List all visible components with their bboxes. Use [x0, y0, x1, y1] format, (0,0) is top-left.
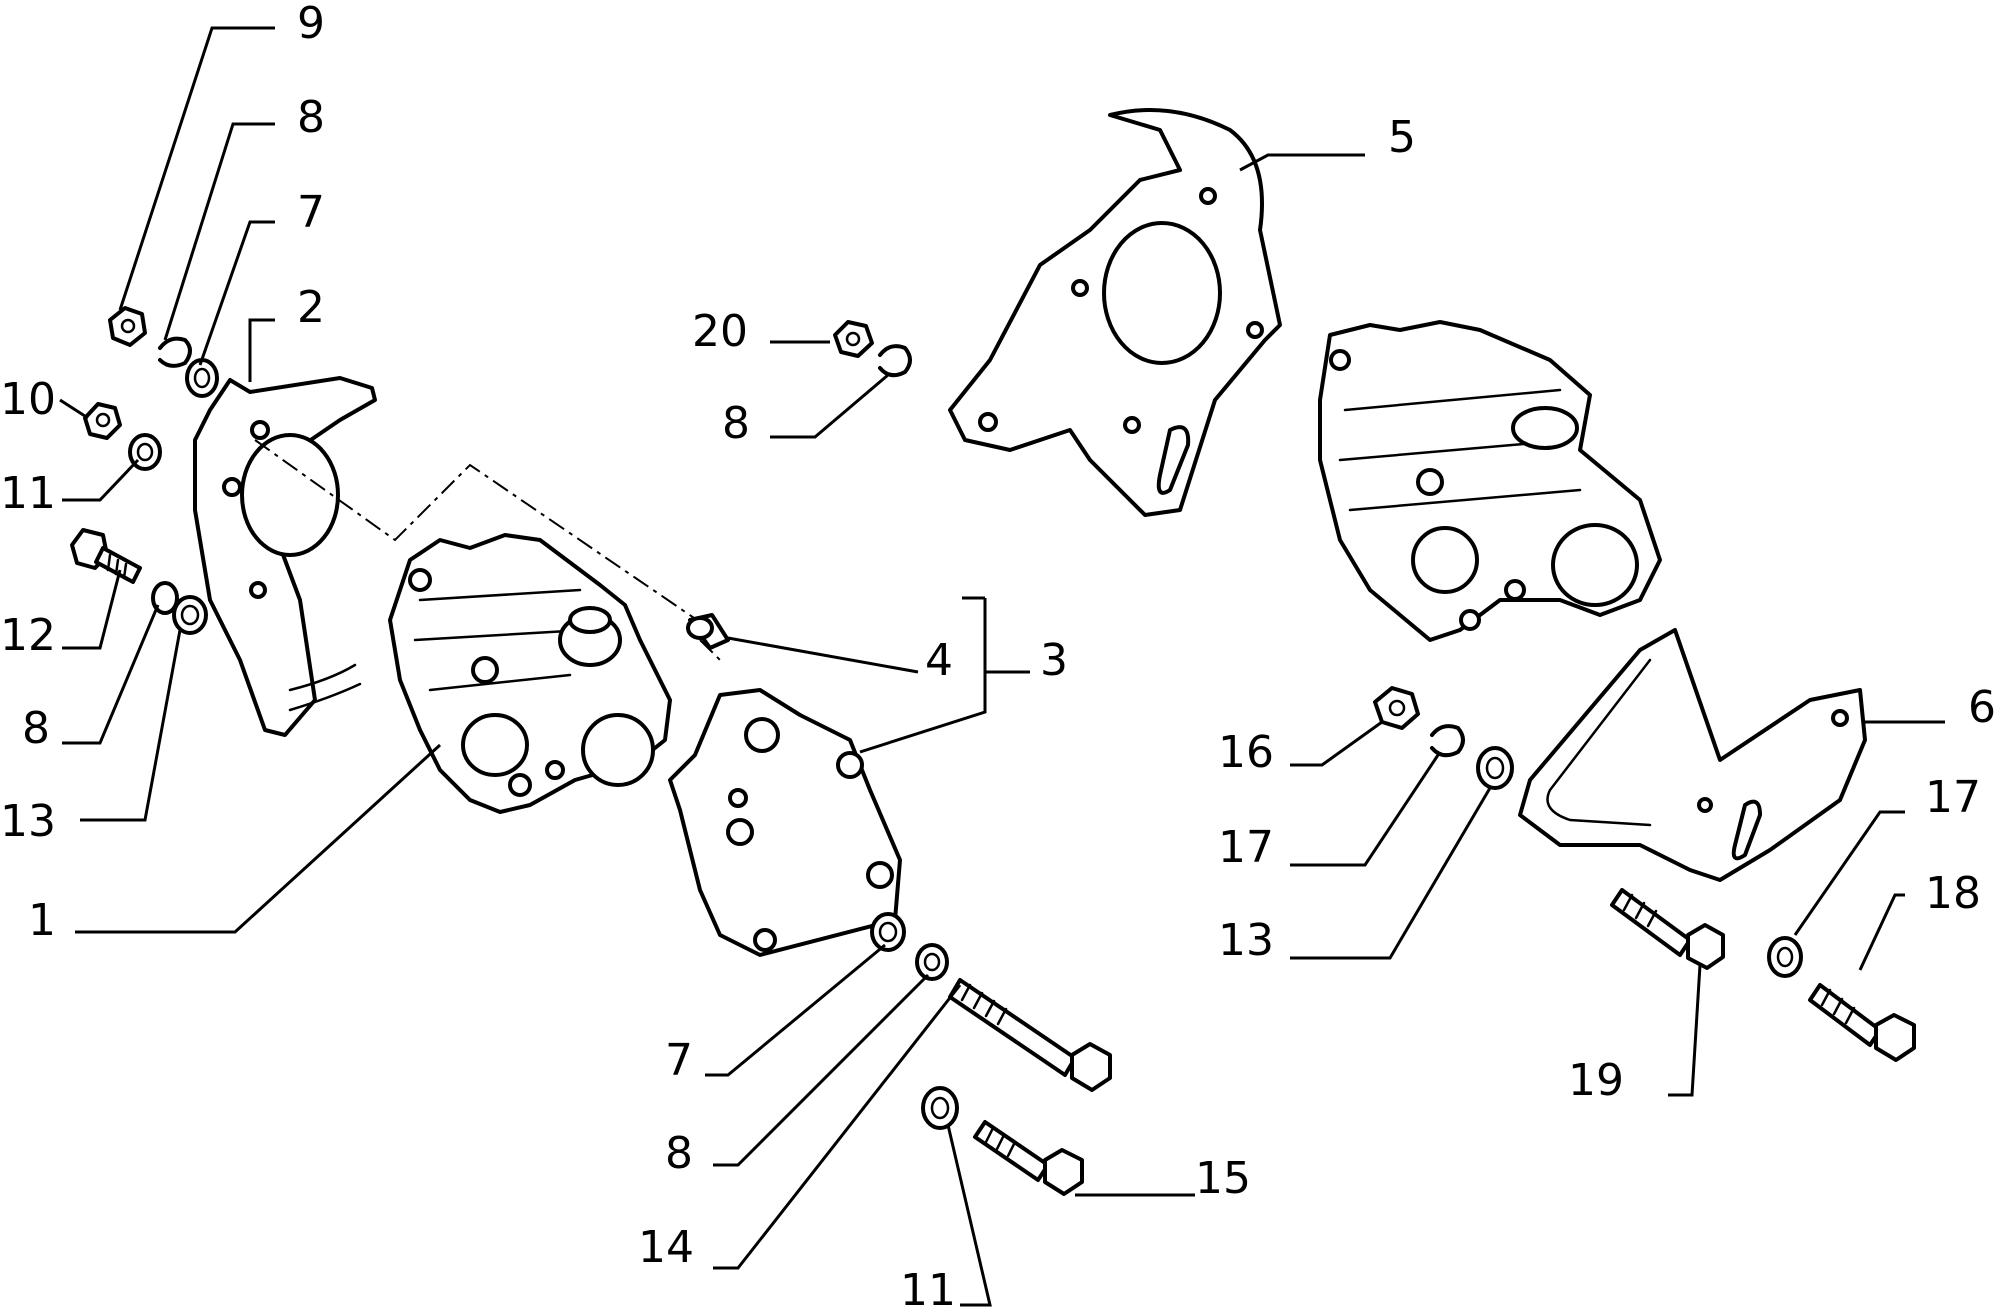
nut-part-9[interactable]	[108, 306, 147, 347]
leader-lines	[59, 26, 1945, 1307]
callout-13: 13	[1218, 915, 1274, 966]
flat-washer-part-7-top[interactable]	[185, 358, 219, 398]
support-bracket-part-6[interactable]	[1518, 628, 1867, 882]
callout-8: 8	[22, 703, 50, 754]
callout-6: 6	[1968, 682, 1996, 733]
mounting-bracket-part-5[interactable]	[948, 108, 1282, 517]
callout-19: 19	[1568, 1055, 1624, 1106]
flat-washer-part-8-lower[interactable]	[915, 943, 949, 981]
callout-11: 11	[0, 468, 56, 519]
dowel-pin-part-4[interactable]	[686, 613, 730, 650]
bolt-part-19[interactable]	[1610, 888, 1725, 970]
callout-8: 8	[297, 92, 325, 143]
long-bolt-part-14[interactable]	[948, 978, 1112, 1092]
callout-3: 3	[1040, 635, 1068, 686]
pump-cover-part-3[interactable]	[668, 688, 902, 957]
callout-18: 18	[1925, 868, 1981, 919]
callout-20: 20	[692, 306, 748, 357]
flat-washer-part-7-lower[interactable]	[870, 912, 906, 952]
callout-15: 15	[1195, 1153, 1251, 1204]
callout-13: 13	[0, 796, 56, 847]
nut-part-10[interactable]	[83, 402, 122, 440]
callout-10: 10	[0, 374, 56, 425]
bracket-plate-part-2[interactable]	[193, 376, 377, 737]
callout-9: 9	[297, 0, 325, 49]
flat-washer-part-11-lower[interactable]	[921, 1086, 959, 1130]
callout-8: 8	[665, 1128, 693, 1179]
callout-14: 14	[638, 1222, 694, 1273]
split-washer-part-17-left[interactable]	[1430, 724, 1465, 758]
split-washer-part-8-middle[interactable]	[878, 344, 912, 378]
power-steering-pump-assembled[interactable]	[1318, 320, 1662, 642]
callout-17: 17	[1218, 822, 1274, 873]
bolt-part-15[interactable]	[973, 1120, 1084, 1196]
split-washer-part-8-top[interactable]	[158, 336, 192, 368]
callout-4: 4	[925, 635, 953, 686]
callout-5: 5	[1388, 112, 1416, 163]
bolt-part-18[interactable]	[1808, 983, 1916, 1062]
callout-16: 16	[1218, 727, 1274, 778]
callout-1: 1	[28, 895, 56, 946]
callout-7: 7	[297, 187, 325, 238]
callout-8: 8	[722, 398, 750, 449]
flat-washer-part-17-right[interactable]	[1767, 936, 1803, 978]
callout-12: 12	[0, 610, 56, 661]
bolt-part-12[interactable]	[70, 528, 142, 584]
power-steering-pump-part-1[interactable]	[388, 533, 672, 814]
flat-washer-part-13-right[interactable]	[1476, 746, 1514, 790]
callout-11: 11	[900, 1265, 956, 1311]
flat-washer-part-13-left[interactable]	[172, 595, 208, 635]
nut-part-20[interactable]	[833, 320, 874, 358]
callout-7: 7	[665, 1035, 693, 1086]
callout-17: 17	[1925, 772, 1981, 823]
callout-2: 2	[297, 282, 325, 333]
